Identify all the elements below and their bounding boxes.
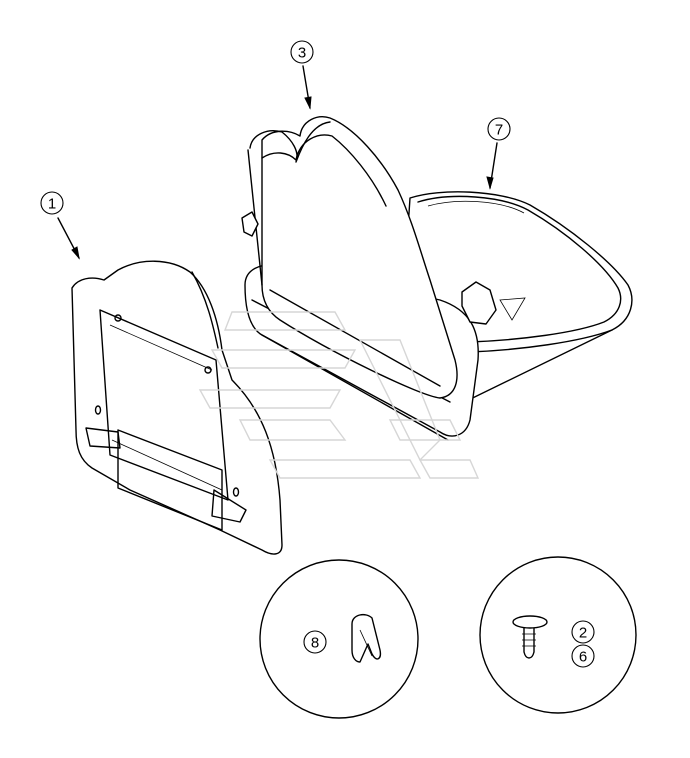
callout-2: 2 — [571, 620, 595, 644]
callout-1-label: 1 — [48, 196, 56, 213]
leader-line-3 — [302, 65, 312, 110]
seat-back — [241, 116, 497, 441]
callout-6-label: 6 — [579, 649, 587, 666]
callout-8-label: 8 — [311, 635, 319, 652]
callout-3: 3 — [290, 40, 314, 64]
callout-1: 1 — [40, 191, 64, 215]
detail-circle-screw — [479, 556, 637, 714]
back-cover — [71, 260, 283, 555]
leader-line-1 — [57, 217, 80, 260]
callout-7: 7 — [487, 117, 511, 141]
callout-8: 8 — [303, 630, 327, 654]
callout-6: 6 — [571, 644, 595, 668]
callout-3-label: 3 — [298, 45, 306, 62]
leader-line-7 — [486, 142, 498, 190]
callout-2-label: 2 — [579, 625, 587, 642]
watermark-logo — [198, 311, 480, 479]
callout-7-label: 7 — [495, 122, 503, 139]
detail-circle-clip — [259, 559, 419, 719]
